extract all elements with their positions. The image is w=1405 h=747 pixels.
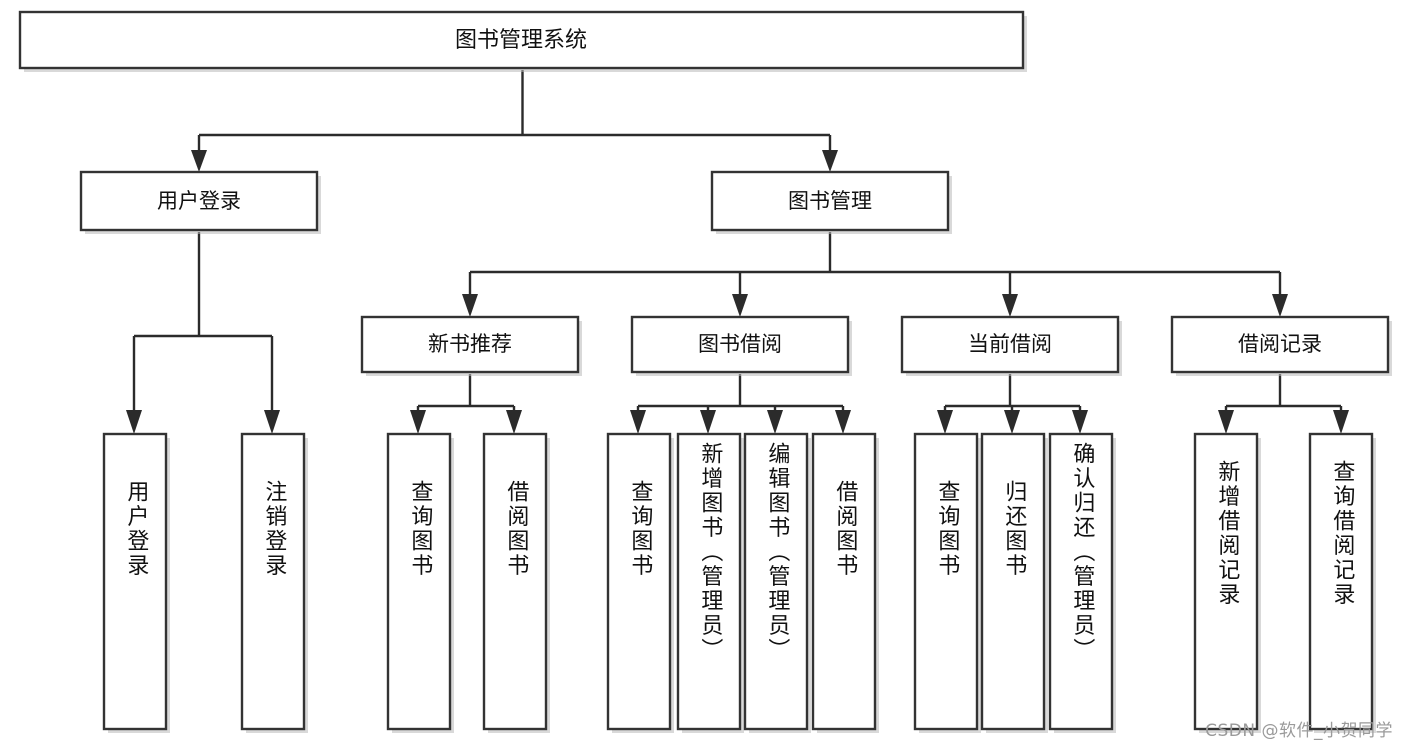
node-book-borrow[interactable]: 图书借阅 xyxy=(630,315,852,376)
arrow-head-to-user-login xyxy=(191,150,207,172)
node-root-system[interactable]: 图书管理系统 xyxy=(18,10,1027,72)
node-box xyxy=(18,10,1025,70)
node-box xyxy=(1170,315,1390,374)
node-box xyxy=(913,432,979,731)
node-box xyxy=(980,432,1046,731)
node-leaf-current-query[interactable] xyxy=(913,432,981,733)
arrow-head-current-return xyxy=(1004,410,1020,434)
node-leaf-borrow-query[interactable] xyxy=(606,432,674,733)
node-leaf-record-query[interactable] xyxy=(1308,432,1376,733)
node-leaf-logout[interactable] xyxy=(240,432,308,733)
node-box xyxy=(710,170,950,232)
node-leaf-borrow-add[interactable] xyxy=(676,432,744,733)
node-box xyxy=(606,432,672,731)
arrow-head-new-book xyxy=(462,294,478,317)
node-box xyxy=(482,432,548,731)
arrow-head-borrow-record xyxy=(1272,294,1288,317)
node-layer: 图书管理系统 用户登录 图书管理 新书推荐 xyxy=(18,10,1392,733)
arrow-head-borrow-add xyxy=(700,410,716,434)
arrow-head-logout-leaf xyxy=(264,410,280,434)
node-label: 用户登录 xyxy=(157,189,241,213)
arrow-head-record-add xyxy=(1218,410,1234,434)
node-box xyxy=(743,432,809,731)
watermark: CSDN @软件_小贺同学 xyxy=(1205,721,1393,741)
node-leaf-user-login[interactable] xyxy=(102,432,170,733)
node-box xyxy=(1308,432,1374,731)
node-leaf-newbook-borrow[interactable] xyxy=(482,432,550,733)
node-box xyxy=(240,432,306,731)
node-leaf-current-return[interactable] xyxy=(980,432,1048,733)
node-book-management[interactable]: 图书管理 xyxy=(710,170,952,234)
node-leaf-record-add[interactable] xyxy=(1193,432,1261,733)
node-label: 新书推荐 xyxy=(428,332,512,356)
node-label: 当前借阅 xyxy=(968,332,1052,356)
node-new-book-recommend[interactable]: 新书推荐 xyxy=(360,315,582,376)
node-box xyxy=(630,315,850,374)
arrow-head-current-query xyxy=(937,410,953,434)
node-leaf-borrow-edit[interactable] xyxy=(743,432,811,733)
node-box xyxy=(360,315,580,374)
node-box xyxy=(900,315,1120,374)
node-box xyxy=(386,432,452,731)
arrow-head-user-login-leaf xyxy=(126,410,142,434)
arrow-head-record-query xyxy=(1333,410,1349,434)
node-box xyxy=(676,432,742,731)
node-box xyxy=(1193,432,1259,731)
arrow-head-borrow-edit xyxy=(767,410,783,434)
node-leaf-newbook-query[interactable] xyxy=(386,432,454,733)
arrow-head-newbook-query xyxy=(410,410,426,434)
arrow-head-borrow-lend xyxy=(835,410,851,434)
arrow-head-newbook-borrow xyxy=(506,410,522,434)
node-leaf-current-confirm[interactable] xyxy=(1048,432,1116,733)
arrow-head-current-confirm xyxy=(1072,410,1088,434)
connector-layer xyxy=(126,70,1349,434)
arrow-head-current-borrow xyxy=(1002,294,1018,317)
arrow-head-to-book-manage xyxy=(822,150,838,172)
node-label: 图书管理 xyxy=(788,189,872,213)
node-box xyxy=(1048,432,1114,731)
node-label: 图书管理系统 xyxy=(455,28,587,53)
node-leaf-borrow-lend[interactable] xyxy=(811,432,879,733)
node-user-login[interactable]: 用户登录 xyxy=(79,170,321,234)
node-label: 图书借阅 xyxy=(698,332,782,356)
arrow-head-borrow-book xyxy=(732,294,748,317)
node-current-borrow[interactable]: 当前借阅 xyxy=(900,315,1122,376)
node-borrow-record[interactable]: 借阅记录 xyxy=(1170,315,1392,376)
arrow-head-borrow-query xyxy=(630,410,646,434)
node-box xyxy=(811,432,877,731)
node-box xyxy=(102,432,168,731)
node-box xyxy=(79,170,319,232)
node-label: 借阅记录 xyxy=(1238,332,1322,356)
